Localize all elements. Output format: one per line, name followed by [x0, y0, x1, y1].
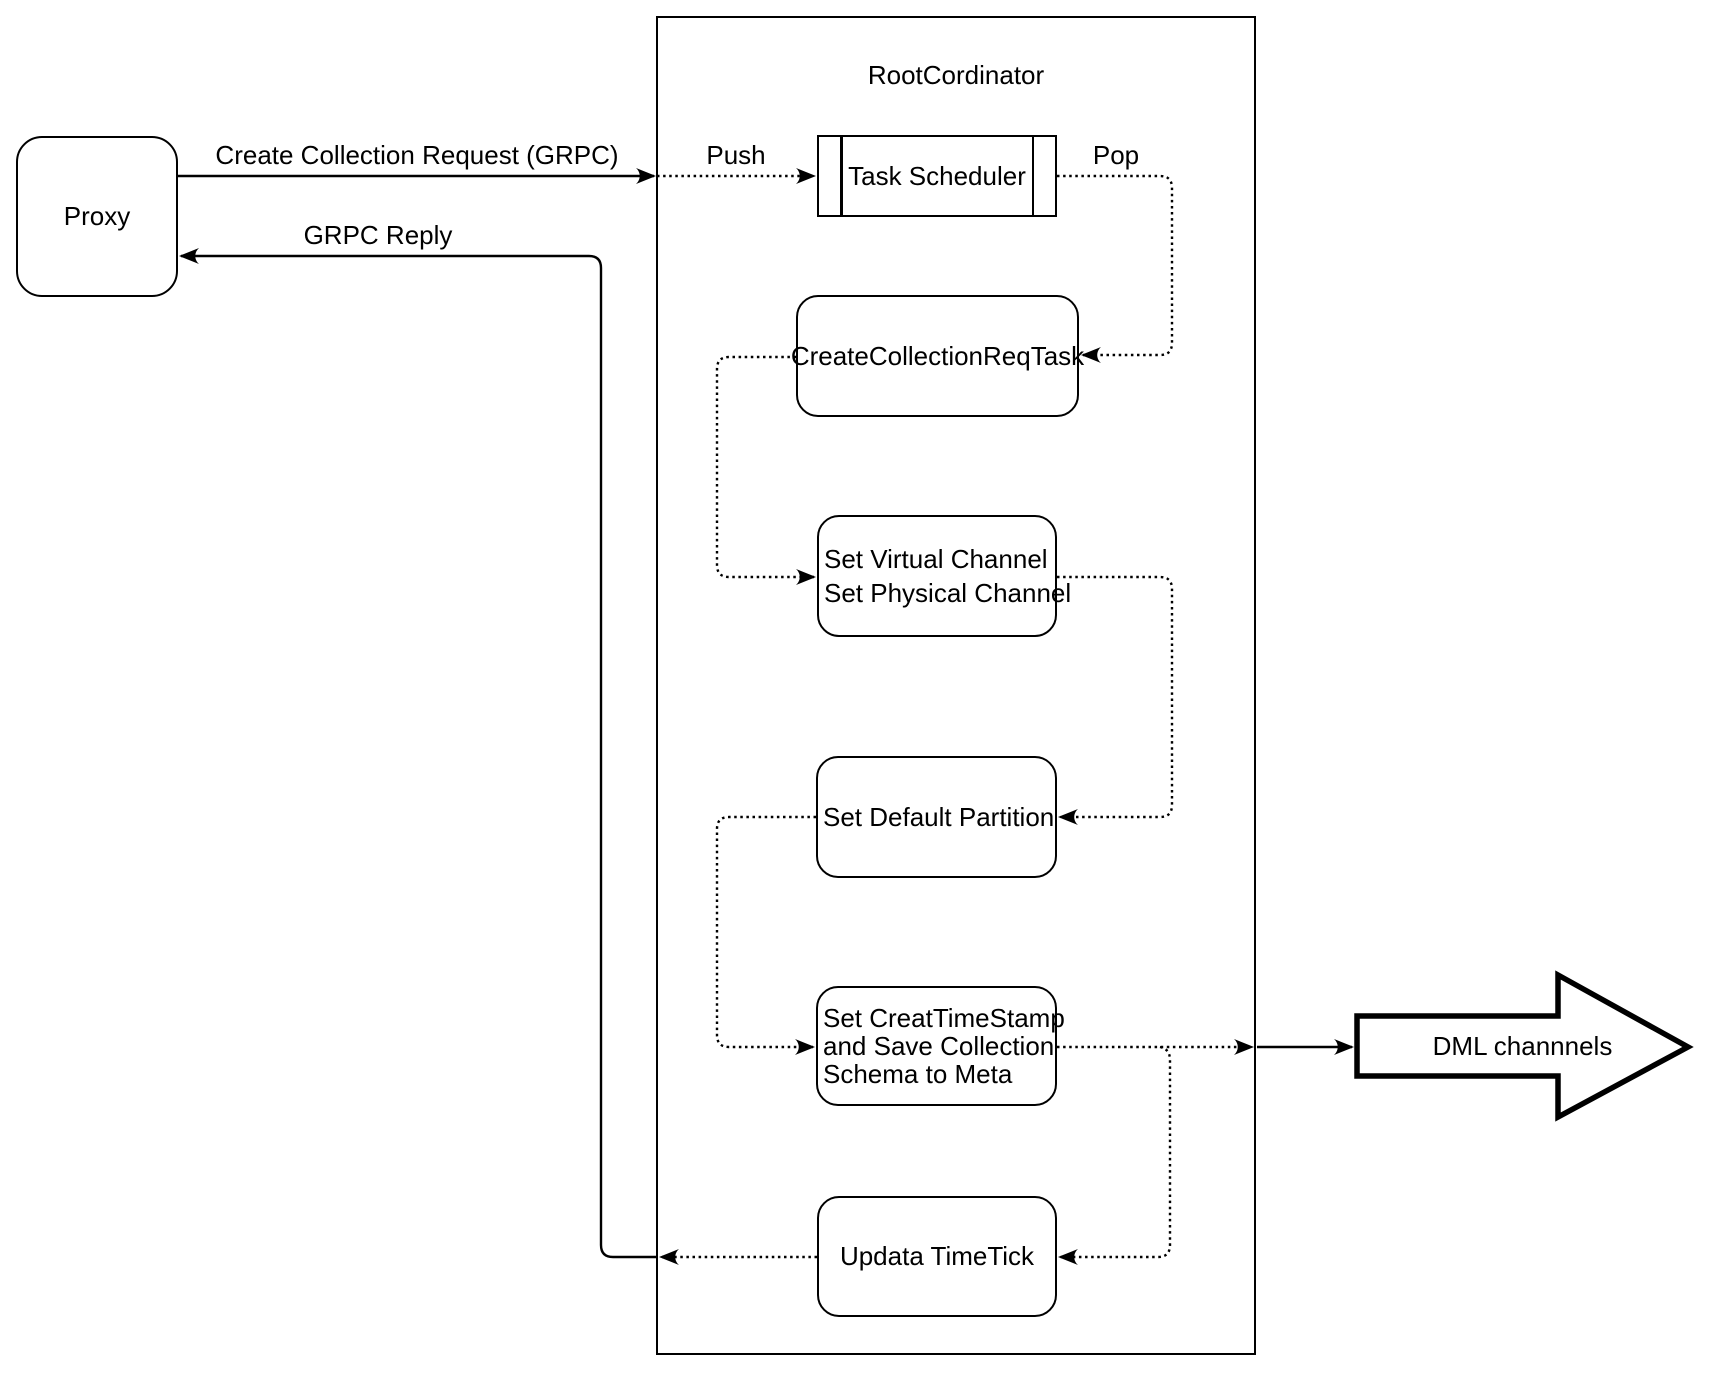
- updata-timetick-node: Updata TimeTick: [817, 1196, 1057, 1317]
- proxy-node: Proxy: [16, 136, 178, 297]
- set-creat-timestamp-label-line1: Set CreatTimeStamp: [823, 1003, 1065, 1033]
- grpc-reply-label: GRPC Reply: [303, 220, 453, 250]
- set-default-partition-node: Set Default Partition: [816, 756, 1057, 878]
- task-scheduler-right-bar: [1031, 137, 1034, 215]
- set-virtual-channel-label-line2: Set Physical Channel: [824, 578, 1072, 608]
- set-default-partition-label: Set Default Partition: [823, 801, 1055, 832]
- proxy-label: Proxy: [63, 201, 131, 231]
- task-scheduler-node: Task Scheduler: [817, 135, 1057, 217]
- create-collection-req-task-label: CreateCollectionReqTask: [790, 340, 1085, 371]
- dml-channels-label: DML channnels: [1432, 1031, 1613, 1061]
- set-virtual-channel-node: Set Virtual Channel Set Physical Channel: [817, 515, 1071, 637]
- edge-grpc-reply: [179, 248, 657, 1259]
- push-label: Push: [706, 140, 766, 170]
- updata-timetick-label: Updata TimeTick: [839, 1241, 1035, 1271]
- task-scheduler-label: Task Scheduler: [848, 160, 1026, 191]
- set-creat-timestamp-label-line2: and Save Collection: [823, 1031, 1055, 1061]
- set-creat-timestamp-label-line3: Schema to Meta: [823, 1059, 1013, 1089]
- set-creat-timestamp-node: Set CreatTimeStamp and Save Collection S…: [816, 986, 1065, 1106]
- root-coordinator-title: RootCordinator: [867, 60, 1045, 90]
- pop-label: Pop: [1092, 140, 1140, 170]
- create-collection-req-task-node: CreateCollectionReqTask: [791, 295, 1084, 417]
- task-scheduler-left-bar: [840, 137, 843, 215]
- set-virtual-channel-label-line1: Set Virtual Channel: [824, 544, 1048, 574]
- create-collection-request-label: Create Collection Request (GRPC): [215, 140, 619, 170]
- root-coordinator-container: [656, 16, 1256, 1355]
